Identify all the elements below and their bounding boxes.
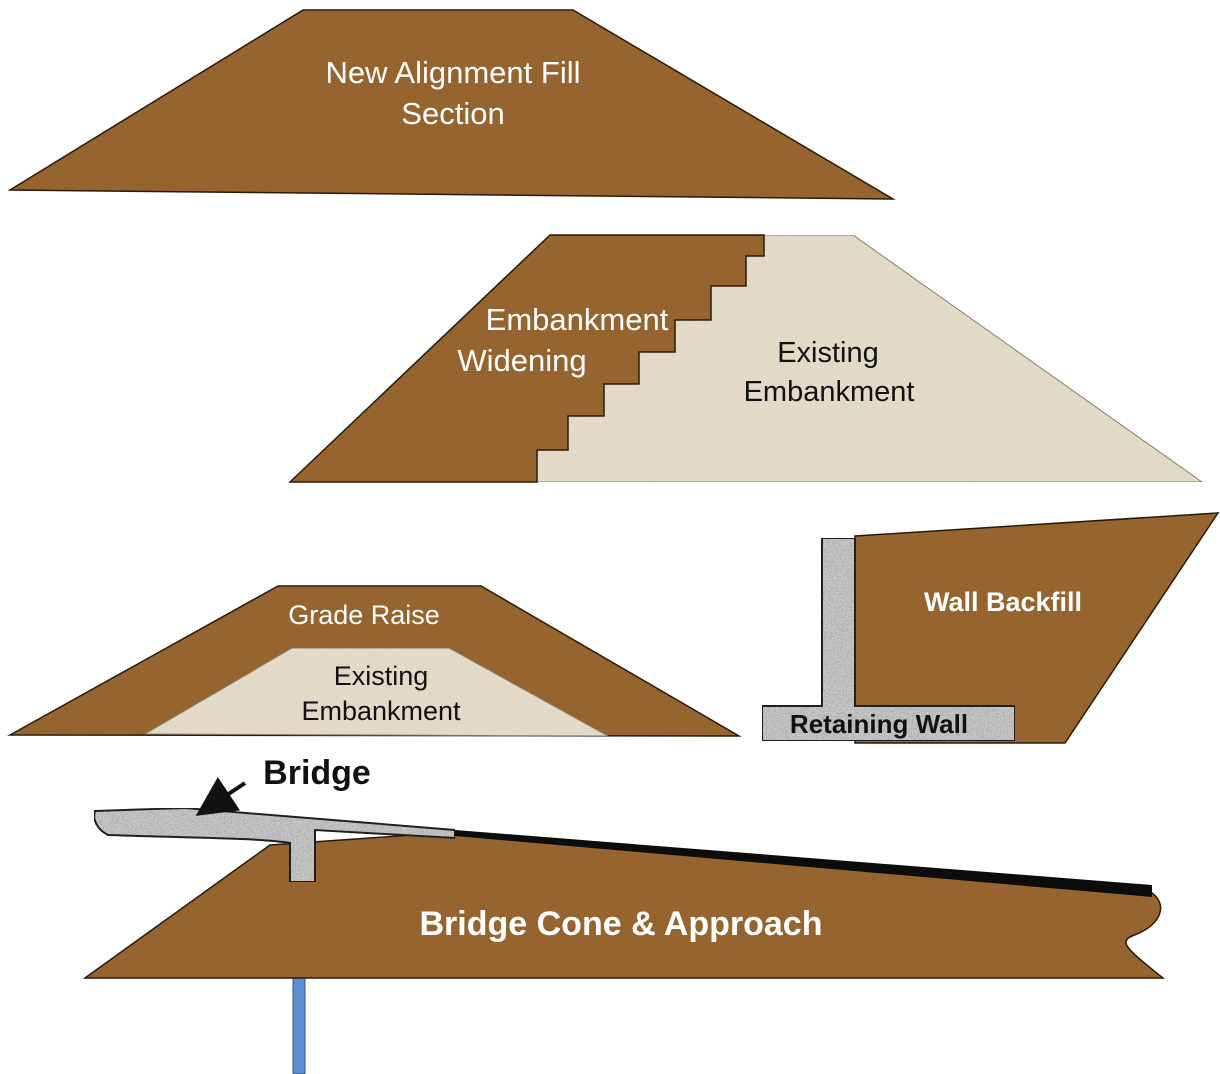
embankment-widening-section: Embankment Widening Existing Embankment: [288, 234, 1204, 483]
grade-raise-existing-embankment: [143, 647, 609, 737]
existing-embankment-label-line2: Embankment: [744, 376, 915, 408]
bridge-label: Bridge: [263, 754, 371, 792]
bridge-approach-fill: [82, 831, 1166, 979]
grade-raise-label: Grade Raise: [288, 600, 440, 630]
grade-raise-section: Grade Raise Existing Embankment: [7, 585, 742, 737]
bridge-cone-approach-section: Bridge Bridge Cone & Approach: [82, 754, 1166, 1074]
new-alignment-fill-shape: [7, 9, 896, 200]
bridge-cone-approach-label: Bridge Cone & Approach: [420, 905, 823, 943]
existing-embankment-label-line1: Existing: [777, 337, 879, 369]
embankment-widening-label-line1: Embankment: [486, 302, 669, 337]
embankment-widening-label-line2: Widening: [457, 343, 586, 378]
approach-pavement: [455, 830, 1152, 897]
new-alignment-fill-label-line1: New Alignment Fill: [326, 55, 581, 90]
retaining-wall-shape: [761, 537, 1016, 742]
bridge-deck: [93, 806, 456, 883]
wall-backfill-section: Wall Backfill Retaining Wall: [761, 512, 1220, 744]
new-alignment-fill-label-line2: Section: [401, 96, 504, 131]
retaining-wall-label: Retaining Wall: [790, 709, 968, 739]
embankment-widening-fill: [288, 234, 765, 483]
new-alignment-fill-section: New Alignment Fill Section: [7, 9, 896, 200]
wall-backfill-label: Wall Backfill: [924, 587, 1082, 617]
bridge-pointer-arrow: [195, 777, 247, 816]
grade-raise-existing-label-line2: Embankment: [301, 696, 461, 726]
grade-raise-existing-label-line1: Existing: [334, 661, 429, 691]
